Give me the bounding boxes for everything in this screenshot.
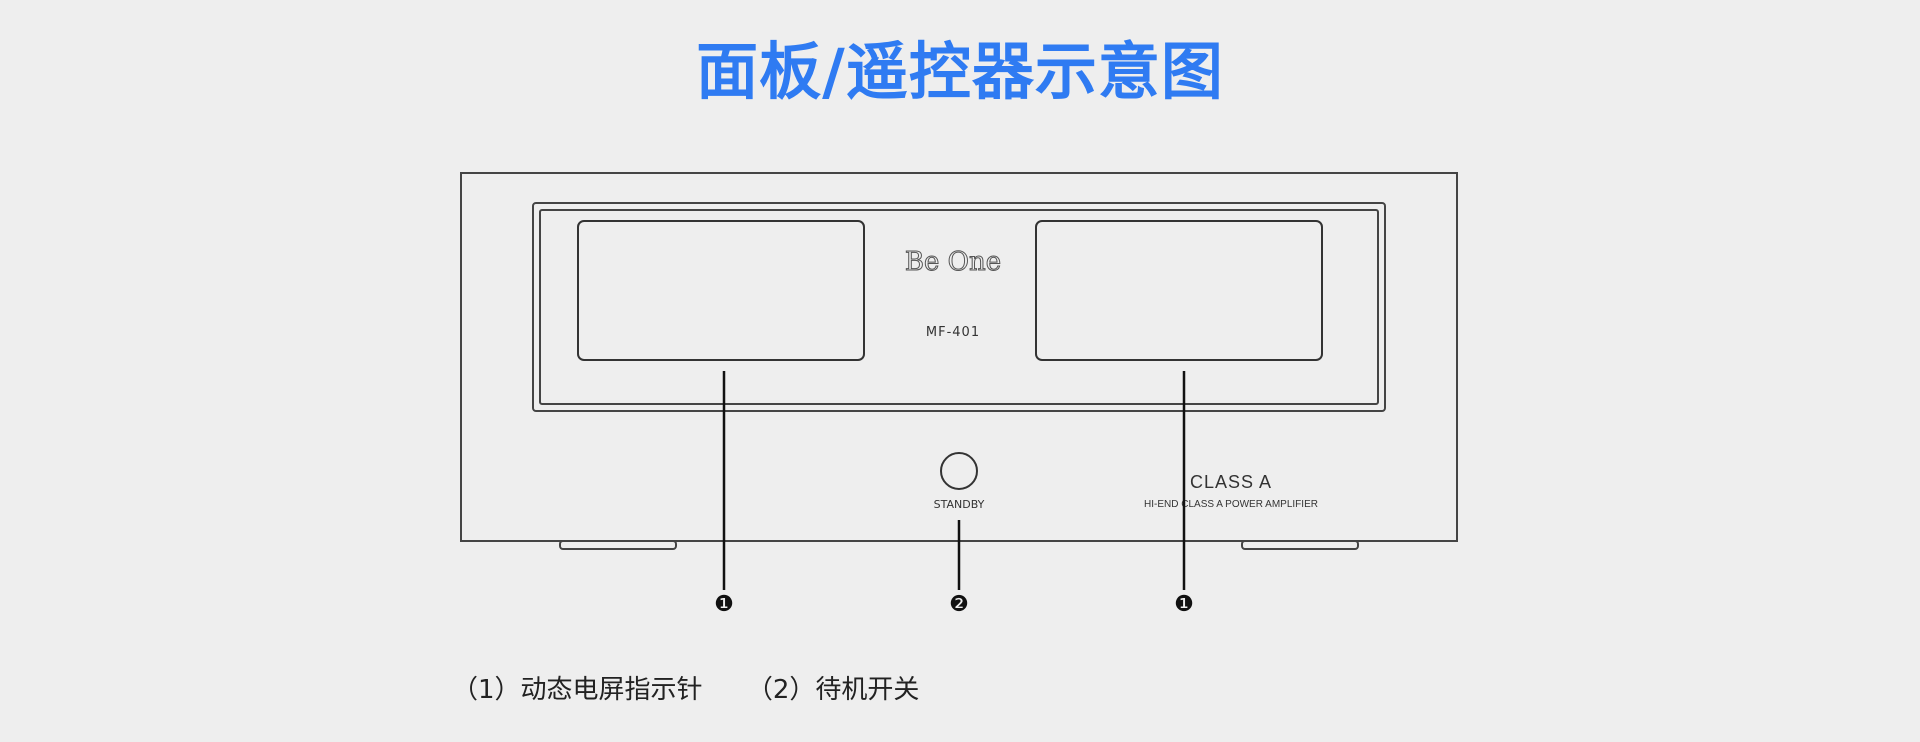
standby-button	[940, 452, 978, 490]
left-foot	[559, 540, 677, 550]
callout-marker-left-meter: ❶	[714, 592, 734, 617]
callout-marker-standby: ❷	[949, 592, 969, 617]
standby-label: STANDBY	[934, 498, 985, 511]
display-frame-inner	[539, 209, 1379, 405]
callout-marker-right-meter: ❶	[1174, 592, 1194, 617]
legend-item-meter: （1）动态电屏指示针	[452, 675, 703, 705]
chassis-outline	[460, 172, 1458, 542]
amplifier-subtitle-label: HI-END CLASS A POWER AMPLIFIER	[1144, 499, 1318, 510]
page-title: 面板/遥控器示意图	[696, 35, 1224, 108]
display-frame-outer	[532, 202, 1386, 412]
left-meter-window	[577, 220, 865, 361]
brand-logo-text: Be One	[905, 247, 1001, 277]
class-a-label: CLASS A	[1190, 472, 1272, 492]
right-foot	[1241, 540, 1359, 550]
model-label: MF-401	[926, 325, 980, 340]
right-meter-window	[1035, 220, 1323, 361]
legend-item-standby: （2）待机开关	[746, 675, 920, 705]
legend: （1）动态电屏指示针 （2）待机开关	[452, 672, 955, 708]
